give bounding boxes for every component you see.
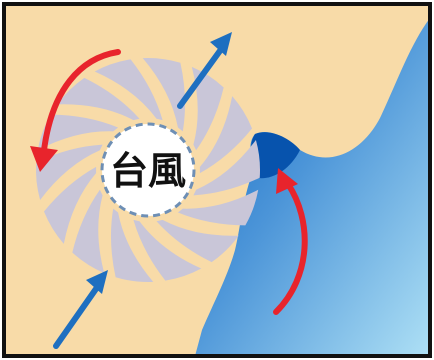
spiral-band (199, 96, 253, 174)
spiral-band (191, 66, 224, 151)
spiral-band (57, 77, 140, 121)
sea-area (195, 18, 430, 356)
spiral-band (43, 166, 97, 244)
spiral-band (142, 57, 186, 132)
spiral-band (177, 189, 259, 226)
spiral-band (94, 59, 163, 121)
wind-direction-arrow-icon (177, 32, 232, 109)
spiral-band (72, 189, 105, 274)
diagram-frame (2, 2, 432, 358)
wind-direction-arrow-icon (53, 270, 108, 349)
spiral-band (36, 144, 103, 201)
spiral-band (193, 139, 260, 196)
spiral-band (133, 219, 202, 281)
spiral-band (110, 208, 154, 282)
spiral-band (156, 219, 239, 263)
counterclockwise-wind-arrow-icon (30, 49, 121, 172)
typhoon-spiral-icon (36, 57, 260, 282)
spiral-band (37, 114, 119, 151)
typhoon-eye (100, 122, 196, 218)
typhoon-label: 台風 (110, 149, 186, 193)
bay-deep-water (251, 132, 300, 179)
storm-surge-arrow-icon (273, 168, 308, 315)
